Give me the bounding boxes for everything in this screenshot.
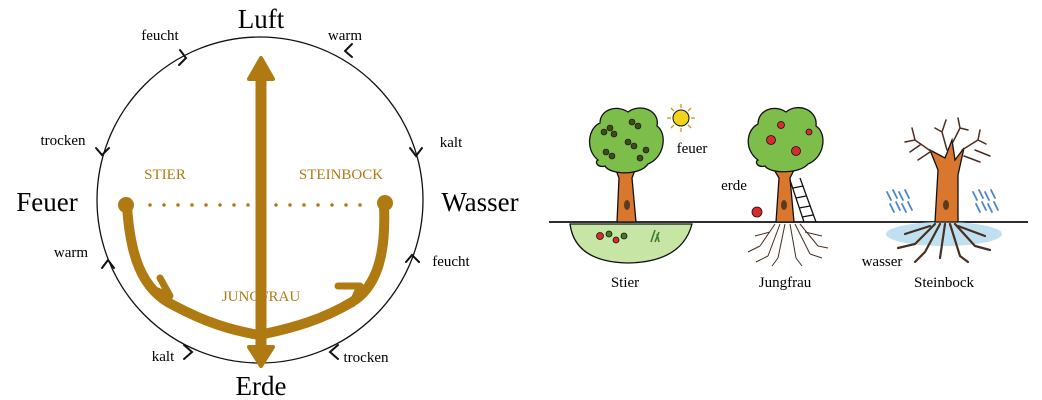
jungfrau-knot [781, 200, 787, 210]
quality-bottom-right: trocken [344, 350, 389, 366]
label-feuer: Feuer [16, 187, 77, 217]
arrowhead-left-lower [101, 258, 115, 269]
arrowhead-right-lower [405, 253, 420, 263]
rain-left [886, 189, 913, 213]
tree-jungfrau: erde Jungfrau [721, 107, 829, 291]
sign-steinbock: STEINBOCK [299, 167, 383, 183]
stier-ground-bowl [569, 223, 693, 264]
right-knob [377, 195, 393, 211]
quality-bottom-left: kalt [152, 349, 175, 365]
sign-jungfrau: JUNGFRAU [222, 289, 301, 305]
quality-left-upper: trocken [41, 133, 86, 149]
quality-left-lower: warm [54, 245, 88, 261]
up-arrowhead [247, 56, 275, 81]
jungfrau-trunk [770, 165, 798, 223]
stier-seeds [596, 229, 660, 244]
rain-right [972, 189, 999, 213]
element-compass: Luft Feuer Wasser Erde feucht warm trock… [16, 4, 518, 400]
arrowhead-top-right [344, 43, 353, 58]
right-curve-arrowhead [334, 282, 364, 308]
sign-stier: STIER [144, 167, 186, 183]
stier-blossoms [600, 118, 650, 162]
jungfrau-apples [766, 121, 813, 156]
steinbock-trunk [928, 137, 965, 223]
jungfrau-annotation: erde [721, 178, 747, 194]
left-curve [122, 201, 264, 340]
right-curve [259, 201, 390, 339]
jungfrau-crown [747, 107, 824, 173]
steinbock-annotation: wasser [862, 254, 903, 270]
left-curve-arrowhead [146, 274, 174, 300]
arrowhead-top-left [178, 49, 188, 66]
label-wasser: Wasser [441, 187, 518, 217]
quality-top-left: feucht [141, 28, 179, 44]
left-knob [118, 197, 134, 213]
stier-knot [624, 200, 630, 210]
sun-icon [667, 104, 695, 132]
label-luft: Luft [238, 4, 285, 34]
tree-stier: feuer Stier [569, 104, 708, 291]
arrowhead-bottom-right [328, 344, 339, 360]
steinbock-bare-branches [904, 117, 991, 163]
steinbock-roots [896, 222, 992, 264]
arrowhead-bottom-left [183, 344, 194, 360]
stier-trunk [613, 164, 638, 223]
circle-arrowheads [95, 43, 423, 360]
steinbock-knot [943, 200, 949, 210]
quality-right-lower: feucht [432, 254, 470, 270]
jungfrau-label: Jungfrau [759, 275, 812, 291]
stier-annotation: feuer [677, 141, 708, 157]
quality-top-right: warm [328, 28, 362, 44]
fallen-apple [751, 206, 763, 218]
tree-panel: feuer Stier [549, 104, 1028, 291]
quality-right-upper: kalt [440, 135, 463, 151]
down-arrowhead [247, 345, 275, 368]
label-erde: Erde [236, 371, 287, 400]
steinbock-label: Steinbock [914, 275, 974, 291]
jungfrau-roots [747, 223, 829, 267]
tree-steinbock: wasser Steinbock [862, 117, 1002, 291]
ladder-icon [789, 177, 817, 223]
arrowhead-left-upper [95, 147, 110, 157]
stier-label: Stier [611, 275, 639, 291]
brown-arrows [118, 56, 393, 368]
arrowhead-right-upper [409, 147, 423, 158]
